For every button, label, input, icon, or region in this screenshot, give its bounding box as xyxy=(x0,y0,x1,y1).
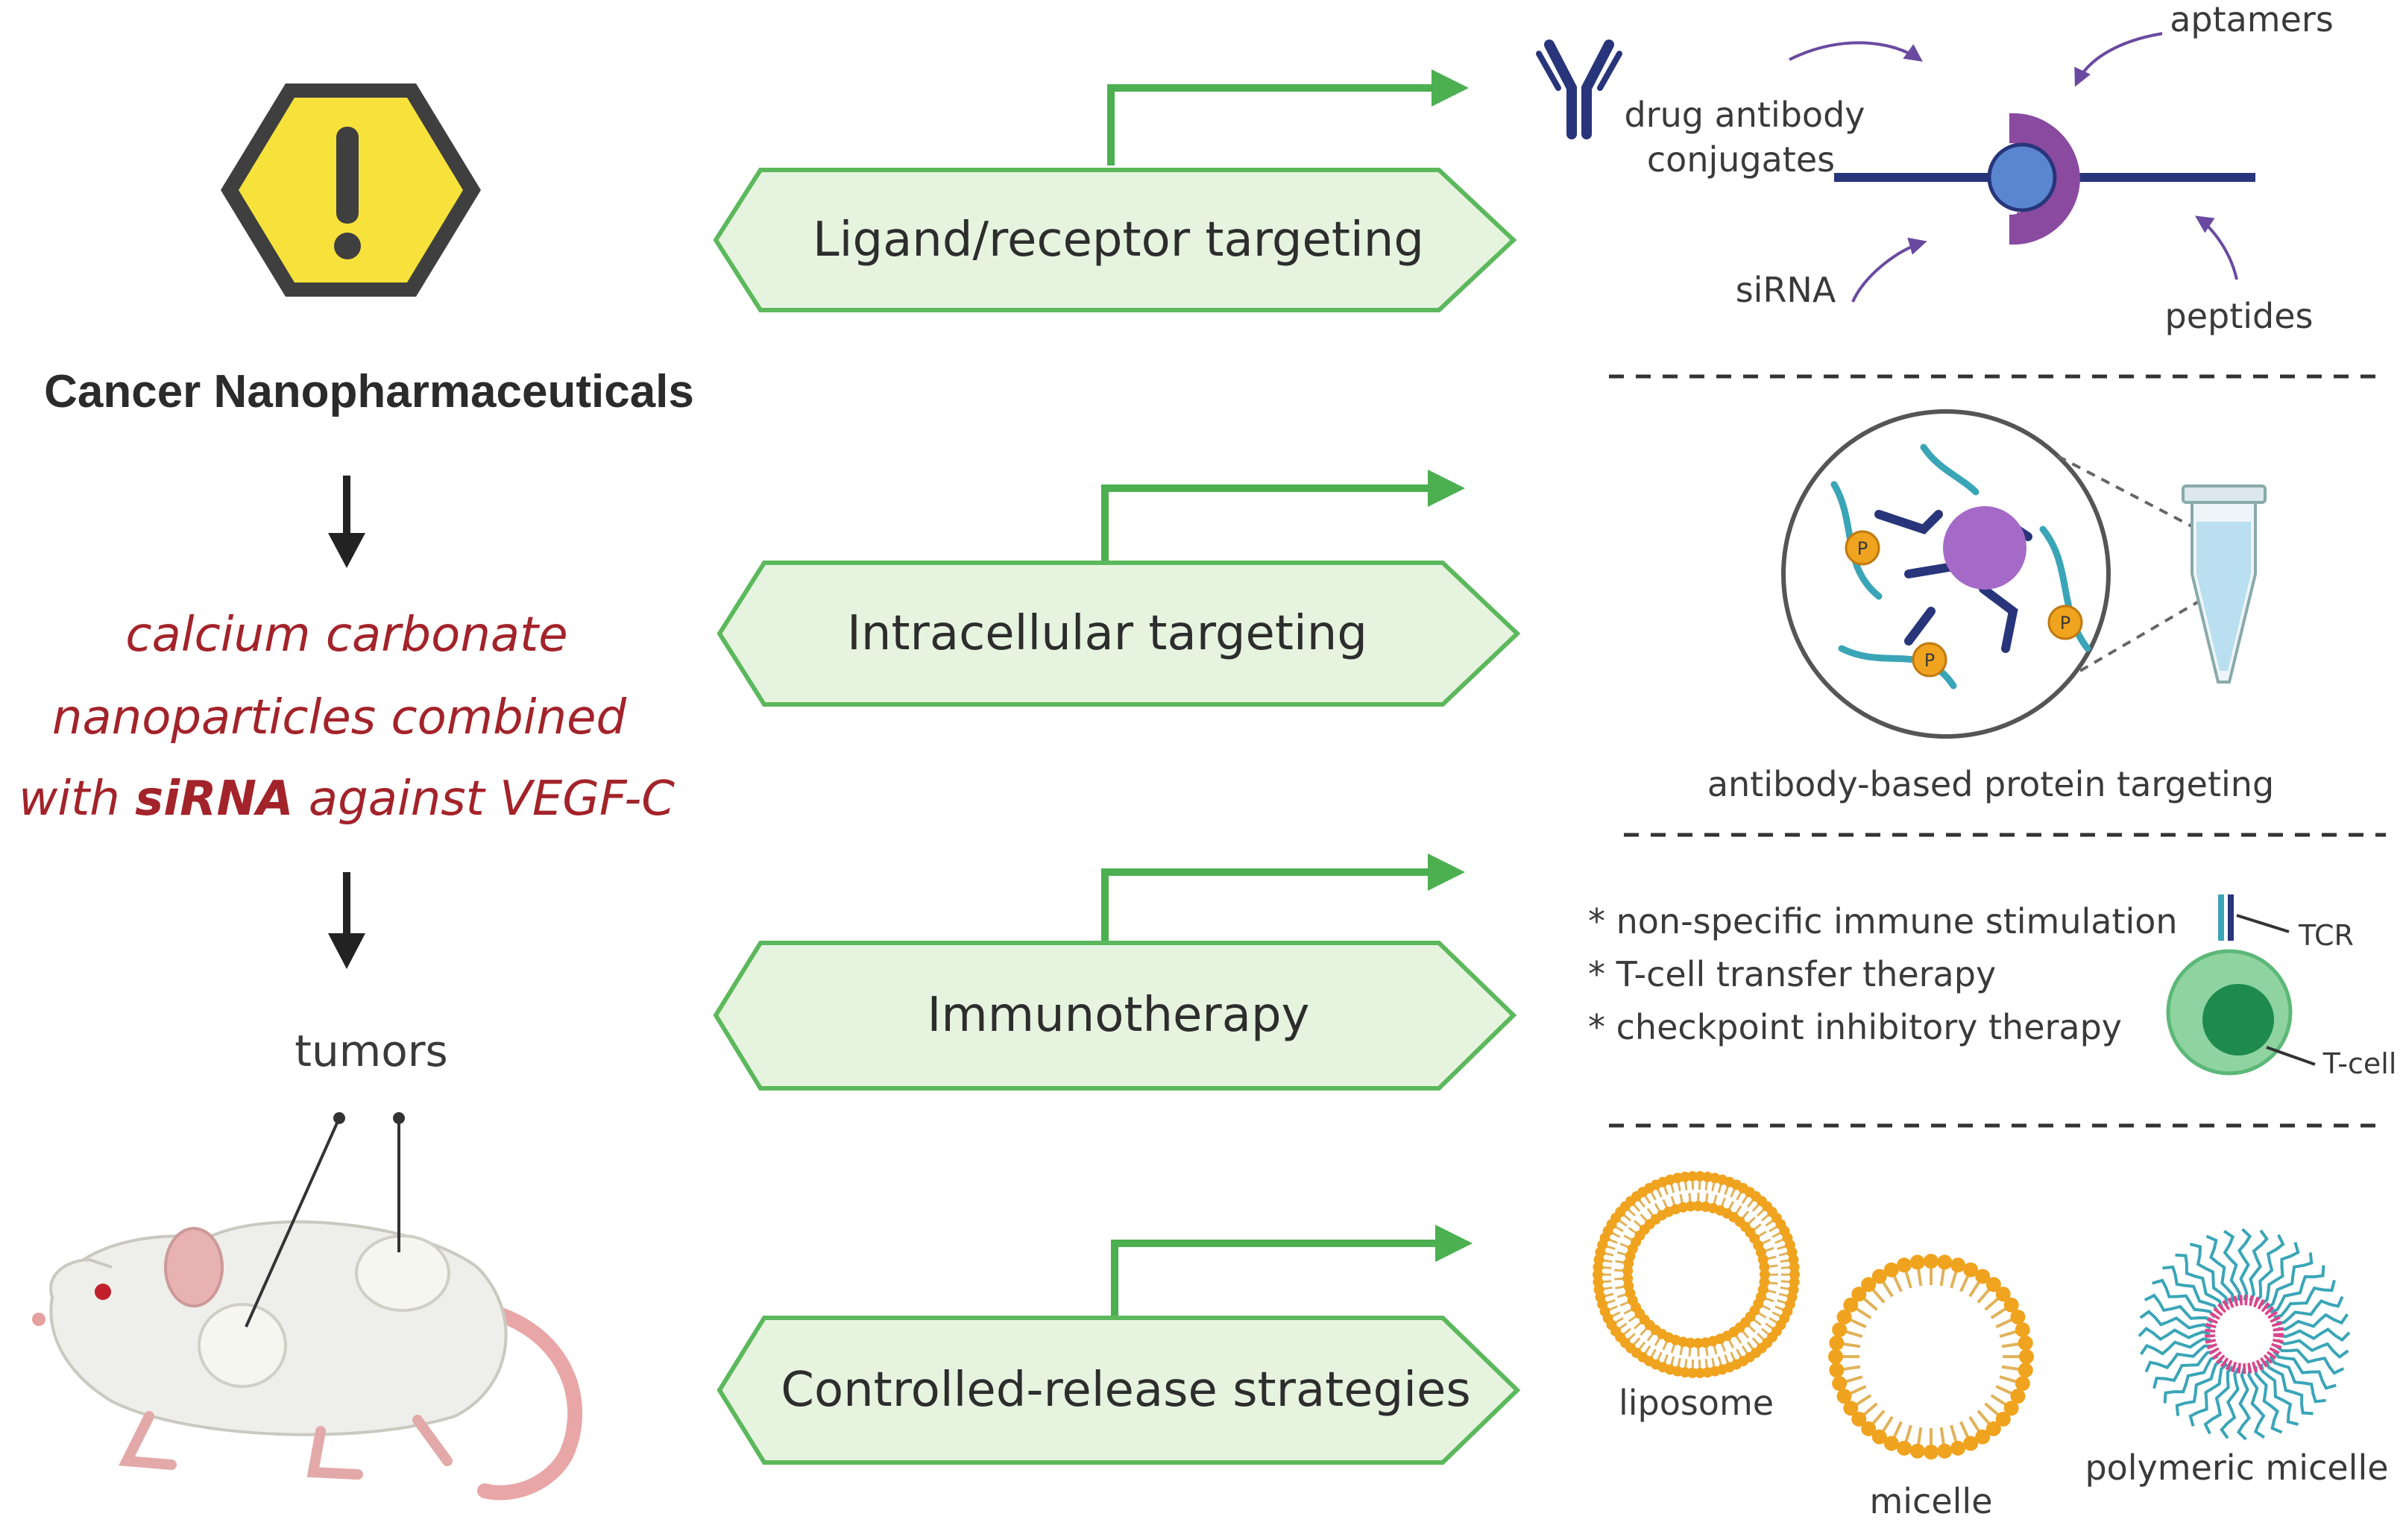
t-cell-icon xyxy=(2166,894,2316,1076)
description-target: against VEGF-C xyxy=(294,771,675,827)
phospho-3: P xyxy=(2060,613,2070,634)
description-with: with xyxy=(19,771,135,827)
t-cell-label: T-cell xyxy=(2322,1047,2397,1080)
strategy-label-ligand: Ligand/receptor targeting xyxy=(813,212,1424,268)
tube-icon xyxy=(2182,485,2267,684)
polymeric-micelle-icon xyxy=(2138,1228,2351,1441)
immuno-item-3: * checkpoint inhibitory therapy xyxy=(1588,1007,2122,1047)
strategy-immunotherapy: Immunotherapy xyxy=(713,853,1517,1091)
strategy-intracellular: Intracellular targeting xyxy=(717,470,1521,707)
drug-antibody-label-2: conjugates xyxy=(1647,139,1835,180)
tumors-label: tumors xyxy=(295,1026,448,1076)
warning-icon xyxy=(221,83,481,297)
tcr-label: TCR xyxy=(2298,919,2354,952)
strategy-label-controlled-release: Controlled-release strategies xyxy=(781,1363,1471,1418)
strategy-controlled-release: Controlled-release strategies xyxy=(717,1225,1521,1465)
protein-targeting-illustration: P P P xyxy=(1781,409,2234,739)
sirna-label: siRNA xyxy=(1736,270,1836,310)
description-line-1: calcium carbonate xyxy=(125,608,567,663)
drug-antibody-arrow xyxy=(1789,41,1923,62)
description-line-3: with siRNA against VEGF-C xyxy=(19,771,675,827)
phospho-2: P xyxy=(1924,650,1935,671)
tumor-pointer-lines xyxy=(245,1112,405,1328)
main-title: Cancer Nanopharmaceuticals xyxy=(44,366,694,417)
liposome-label: liposome xyxy=(1619,1383,1774,1423)
intracellular-caption: antibody-based protein targeting xyxy=(1707,764,2274,804)
polymeric-micelle-label: polymeric micelle xyxy=(2085,1448,2388,1488)
drug-antibody-label-1: drug antibody xyxy=(1624,95,1865,135)
strategy-label-intracellular: Intracellular targeting xyxy=(847,606,1367,661)
antibody-icon xyxy=(1536,40,1622,139)
strategy-ligand: Ligand/receptor targeting xyxy=(713,69,1517,312)
description-line-2: nanoparticles combined xyxy=(52,690,627,745)
liposome-icon xyxy=(1593,1171,1800,1378)
description-sirna: siRNA xyxy=(135,771,293,827)
micelle-label: micelle xyxy=(1869,1481,1992,1521)
immuno-item-1: * non-specific immune stimulation xyxy=(1588,901,2178,941)
sirna-arrow xyxy=(1851,237,1927,303)
down-arrow-1 xyxy=(328,476,365,568)
immuno-item-2: * T-cell transfer therapy xyxy=(1588,954,1996,994)
mouse-icon xyxy=(32,1220,583,1500)
receptor-icon xyxy=(1834,113,2255,245)
phospho-1: P xyxy=(1857,538,1868,559)
strategy-label-immunotherapy: Immunotherapy xyxy=(927,988,1310,1043)
down-arrow-2 xyxy=(328,872,365,969)
aptamers-arrow xyxy=(2074,32,2163,87)
peptides-arrow xyxy=(2195,215,2238,280)
micelle-icon xyxy=(1828,1254,2034,1459)
peptides-label: peptides xyxy=(2165,296,2314,336)
aptamers-label: aptamers xyxy=(2170,0,2334,40)
